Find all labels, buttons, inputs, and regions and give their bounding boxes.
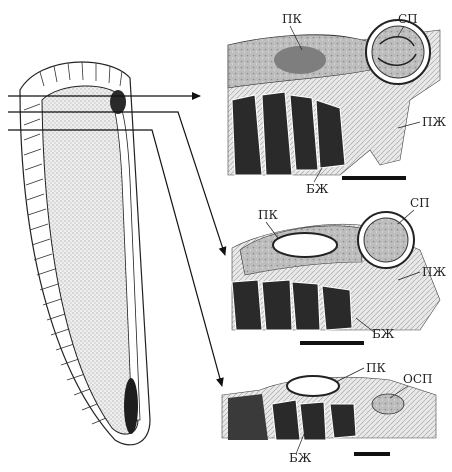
micrograph-bottom <box>222 376 436 456</box>
dorsal-organ <box>110 90 126 114</box>
label-bzh: БЖ <box>289 451 312 465</box>
label-pzh: ПЖ <box>422 265 446 279</box>
micrograph-top <box>228 20 440 180</box>
micrograph-middle <box>232 212 440 345</box>
label-bzh: БЖ <box>306 182 329 196</box>
label-pk: ПК <box>282 12 302 26</box>
label-sp: СП <box>410 196 430 210</box>
label-osp: ОСП <box>403 372 432 386</box>
posterior-organ <box>124 378 138 434</box>
scale-bar <box>342 176 406 180</box>
schematic-body <box>20 62 150 445</box>
scale-bar <box>354 452 390 456</box>
label-sp: СП <box>398 12 418 26</box>
label-pzh: ПЖ <box>422 115 446 129</box>
scale-bar <box>300 341 364 345</box>
label-bzh: БЖ <box>372 327 395 341</box>
label-pk: ПК <box>258 208 278 222</box>
label-pk: ПК <box>366 361 386 375</box>
